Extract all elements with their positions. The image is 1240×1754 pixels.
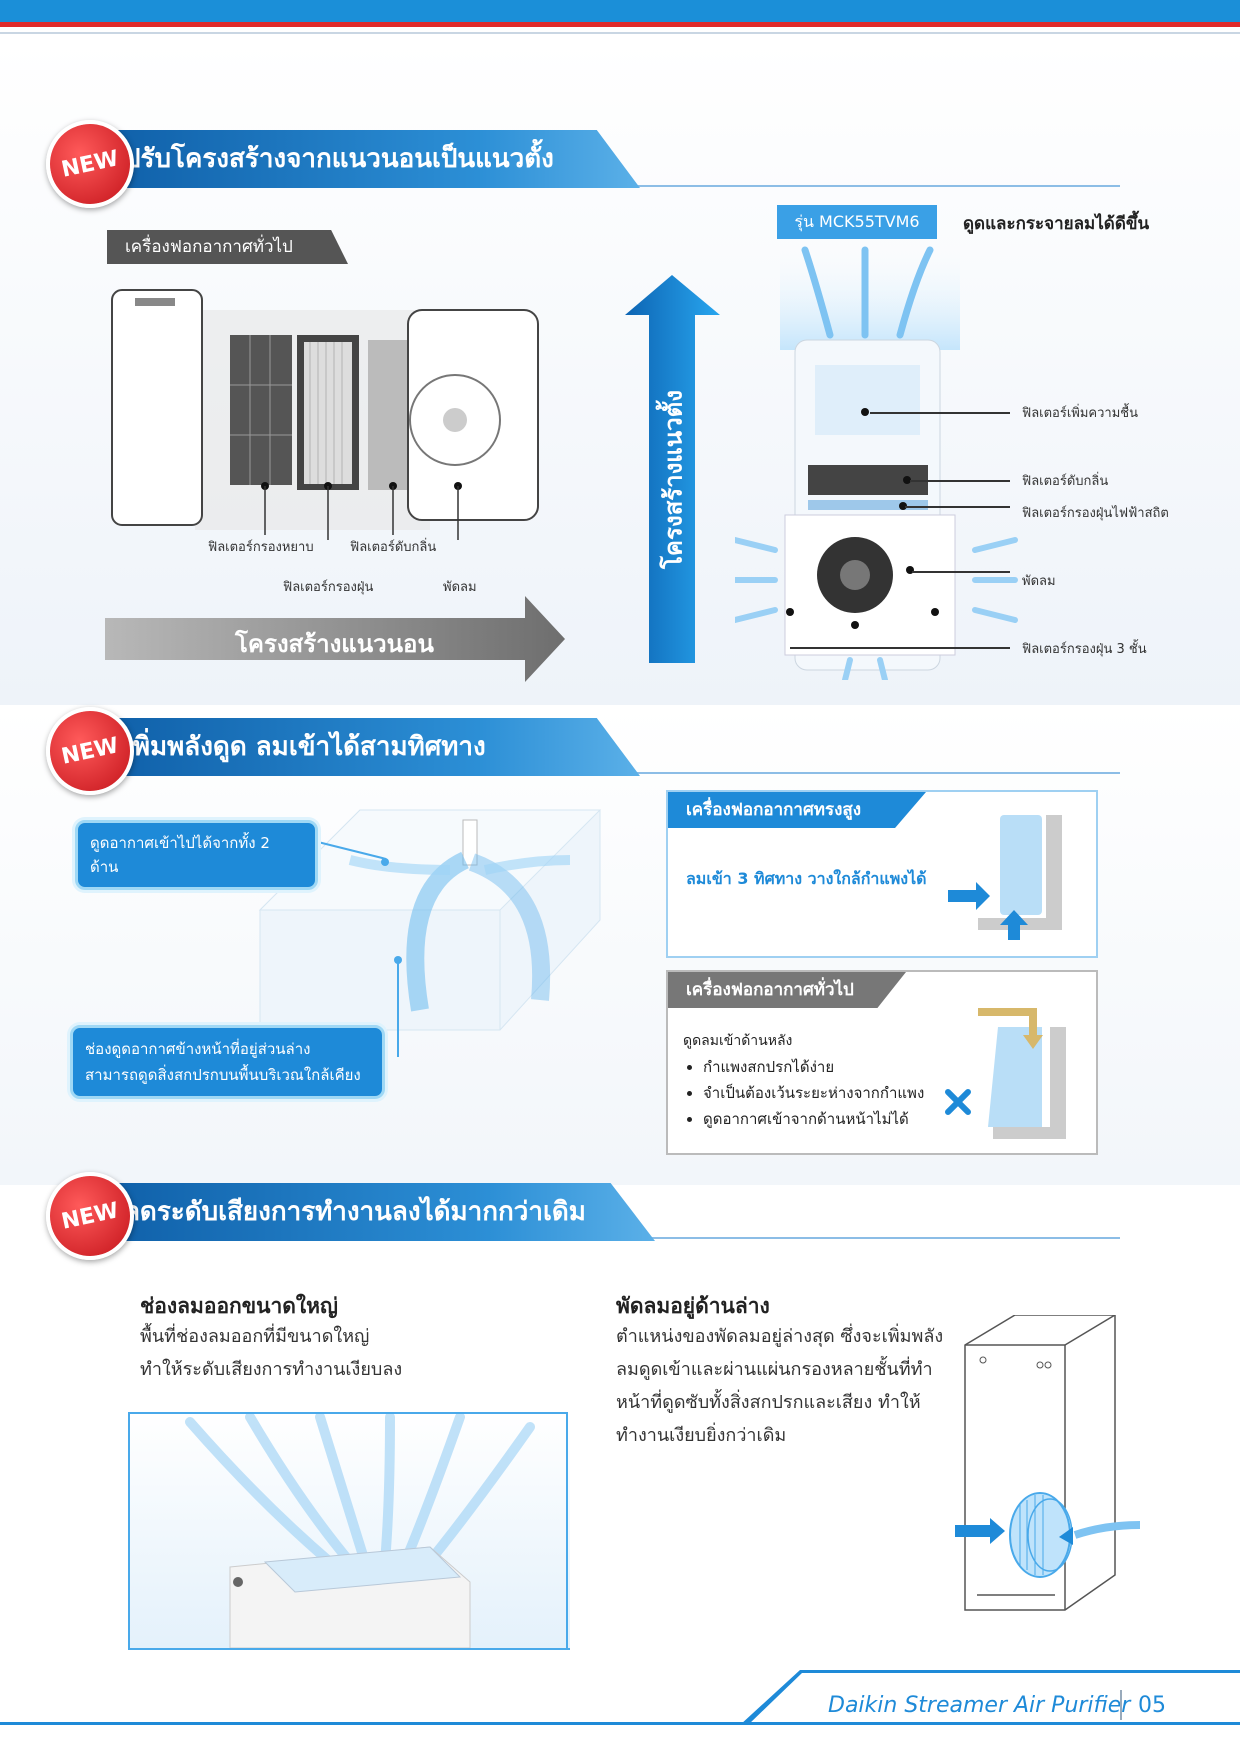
leader-humid	[870, 412, 1010, 414]
large-outlet-text: พื้นที่ช่องลมออกที่มีขนาดใหญ่ ทำให้ระดับ…	[140, 1320, 402, 1386]
bottom-fan-line2: ลมดูดเข้าและผ่านแผ่นกรองหลายชั้นที่ทำ	[616, 1359, 933, 1380]
leader-electrostatic	[905, 506, 1010, 508]
footer-page-number: 05	[1138, 1693, 1166, 1718]
general-purifier-card: เครื่องฟอกอากาศทั่วไป ดูดลมเข้าด้านหลัง …	[666, 970, 1098, 1155]
footer-separator	[1120, 1690, 1122, 1720]
tall-purifier-card: เครื่องฟอกอากาศทรงสูง ลมเข้า 3 ทิศทาง วา…	[666, 790, 1098, 958]
large-outlet-photo	[128, 1412, 570, 1650]
section3-title: ลดระดับเสียงการทำงานลงได้มากกว่าเดิม	[100, 1183, 655, 1241]
section1-title: ปรับโครงสร้างจากแนวนอนเป็นแนวตั้ง	[100, 130, 640, 188]
callout-two-sides: ดูดอากาศเข้าไปได้จากทั้ง 2 ด้าน	[75, 820, 318, 890]
top-blue-bar	[0, 0, 1240, 22]
label-electrostatic-filter: ฟิลเตอร์กรองฝุ่นไฟฟ้าสถิต	[1022, 506, 1169, 521]
label-deodor-filter-left: ฟิลเตอร์ดับกลิ่น	[350, 540, 437, 555]
general-purifier-diagram	[945, 1008, 1066, 1139]
leader-three-layer	[790, 647, 1010, 649]
general-purifier-card-header: เครื่องฟอกอากาศทั่วไป	[668, 972, 906, 1008]
large-outlet-line1: พื้นที่ช่องลมออกที่มีขนาดใหญ่	[140, 1326, 370, 1347]
general-purifier-card-text: ดูดลมเข้าด้านหลัง	[683, 1033, 793, 1049]
label-deodor-filter-right: ฟิลเตอร์ดับกลิ่น	[1022, 474, 1109, 489]
label-coarse-filter: ฟิลเตอร์กรองหยาบ	[208, 540, 314, 555]
tall-purifier-diagram	[948, 815, 1062, 940]
model-tag: รุ่น MCK55TVM6	[777, 205, 937, 239]
tall-purifier-card-header: เครื่องฟอกอากาศทรงสูง	[668, 792, 926, 828]
label-dust-filter: ฟิลเตอร์กรองฝุ่น	[283, 580, 374, 595]
horizontal-arrow	[105, 596, 565, 682]
general-purifier-tag: เครื่องฟอกอากาศทั่วไป	[107, 230, 348, 264]
top-thin-line	[0, 32, 1240, 34]
bottom-fan-line1: ตำแหน่งของพัดลมอยู่ล่างสุด ซึ่งจะเพิ่มพล…	[616, 1326, 944, 1347]
footer-bottom-line	[0, 1722, 1240, 1725]
bottom-fan-illustration	[955, 1315, 1141, 1611]
bottom-fan-heading: พัดลมอยู่ด้านล่าง	[616, 1294, 770, 1318]
callout-front-line1: ช่องดูดอากาศข้างหน้าที่อยู่ส่วนล่าง	[85, 1040, 311, 1058]
label-humid-filter: ฟิลเตอร์เพิ่มความชื้น	[1022, 406, 1139, 421]
label-three-layer-filter: ฟิลเตอร์กรองฝุ่น 3 ชั้น	[1022, 642, 1147, 657]
model-caption: ดูดและกระจายลมได้ดีขึ้น	[963, 214, 1150, 234]
top-red-bar	[0, 22, 1240, 27]
bullet-item: กำแพงสกปรกได้ง่าย	[703, 1054, 924, 1080]
large-outlet-line2: ทำให้ระดับเสียงการทำงานเงียบลง	[140, 1359, 403, 1380]
room-airflow-illustration	[258, 809, 602, 1031]
outlet-airflow-graphic	[185, 1412, 535, 1648]
vertical-structure-label: โครงสร้างแนวตั้ง	[659, 390, 688, 569]
tall-purifier-card-text: ลมเข้า 3 ทิศทาง วางใกล้กำแพงได้	[686, 869, 927, 888]
section2-title: เพิ่มพลังดูด ลมเข้าได้สามทิศทาง	[100, 718, 640, 776]
outlet-photo-top-border	[128, 1412, 568, 1414]
callout-front-intake: ช่องดูดอากาศข้างหน้าที่อยู่ส่วนล่าง สามา…	[70, 1025, 385, 1099]
bottom-fan-line3: หน้าที่ดูดซับทั้งสิ่งสกปรกและเสียง ทำให้	[616, 1392, 921, 1413]
footer-brand: Daikin Streamer Air Purifier	[828, 1693, 1131, 1718]
horizontal-structure-label: โครงสร้างแนวนอน	[235, 630, 434, 658]
leader-fan-right	[912, 571, 1010, 573]
callout-front-line2: สามารถดูดสิ่งสกปรกบนพื้นบริเวณใกล้เคียง	[85, 1066, 361, 1084]
bottom-fan-line4: ทำงานเงียบยิ่งกว่าเดิม	[616, 1425, 787, 1446]
vertical-purifier-illustration	[735, 240, 1018, 680]
bottom-fan-text: ตำแหน่งของพัดลมอยู่ล่างสุด ซึ่งจะเพิ่มพล…	[616, 1320, 943, 1452]
outlet-photo-right-border	[566, 1412, 568, 1650]
bullet-item: จำเป็นต้องเว้นระยะห่างจากกำแพง	[703, 1080, 924, 1106]
bullet-item: ดูดอากาศเข้าจากด้านหน้าไม่ได้	[703, 1106, 924, 1132]
callout2-leader	[397, 962, 399, 1057]
leader-deodor-right	[910, 480, 1010, 482]
general-purifier-bullets: กำแพงสกปรกได้ง่าย จำเป็นต้องเว้นระยะห่าง…	[683, 1054, 924, 1132]
label-fan-left: พัดลม	[443, 580, 477, 595]
horizontal-purifier-illustration	[111, 289, 539, 540]
label-fan-right: พัดลม	[1022, 574, 1056, 589]
vertical-arrow	[625, 275, 720, 663]
large-outlet-heading: ช่องลมออกขนาดใหญ่	[140, 1294, 338, 1318]
